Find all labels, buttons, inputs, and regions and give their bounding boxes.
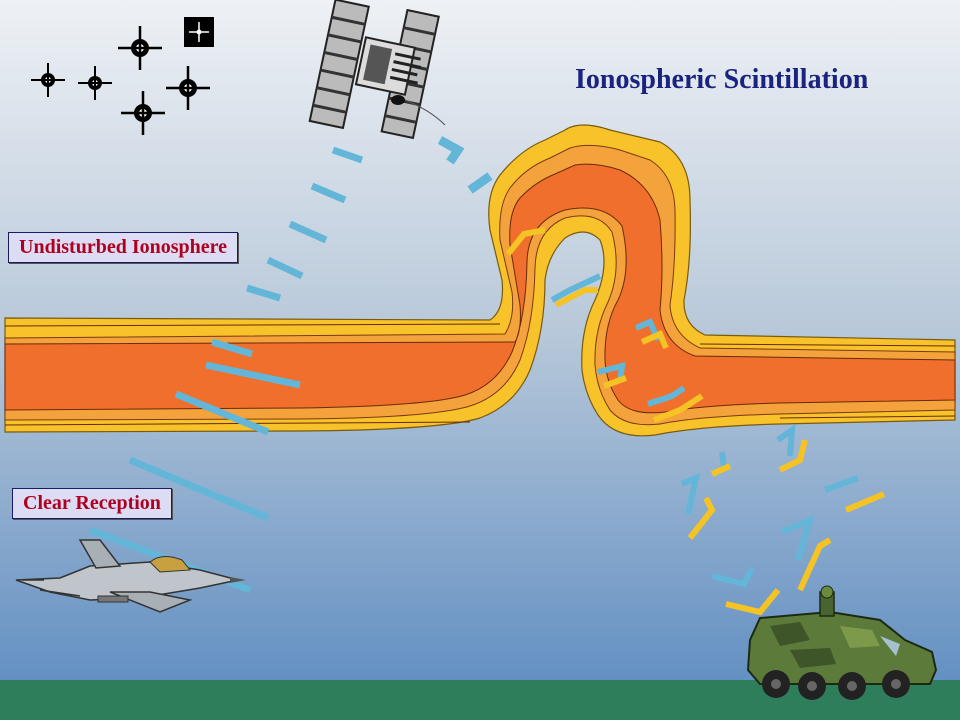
- armored-vehicle-icon: [746, 585, 938, 700]
- fighter-jet-icon: [15, 539, 246, 613]
- undisturbed-ionosphere-label: Undisturbed Ionosphere: [8, 232, 239, 263]
- star-icon: [121, 91, 165, 135]
- stars-group: [31, 17, 214, 135]
- star-icon: [118, 26, 162, 70]
- diagram-title: Ionospheric Scintillation: [575, 64, 869, 95]
- scintillated-signal: [505, 227, 886, 616]
- satellite-icon: [308, 0, 446, 140]
- star-icon: [31, 63, 65, 97]
- star-icon: [166, 66, 210, 110]
- star-icon: [78, 66, 112, 100]
- signal-fragments: [437, 136, 493, 194]
- star-icon: [184, 17, 214, 47]
- clear-reception-label: Clear Reception: [12, 488, 172, 519]
